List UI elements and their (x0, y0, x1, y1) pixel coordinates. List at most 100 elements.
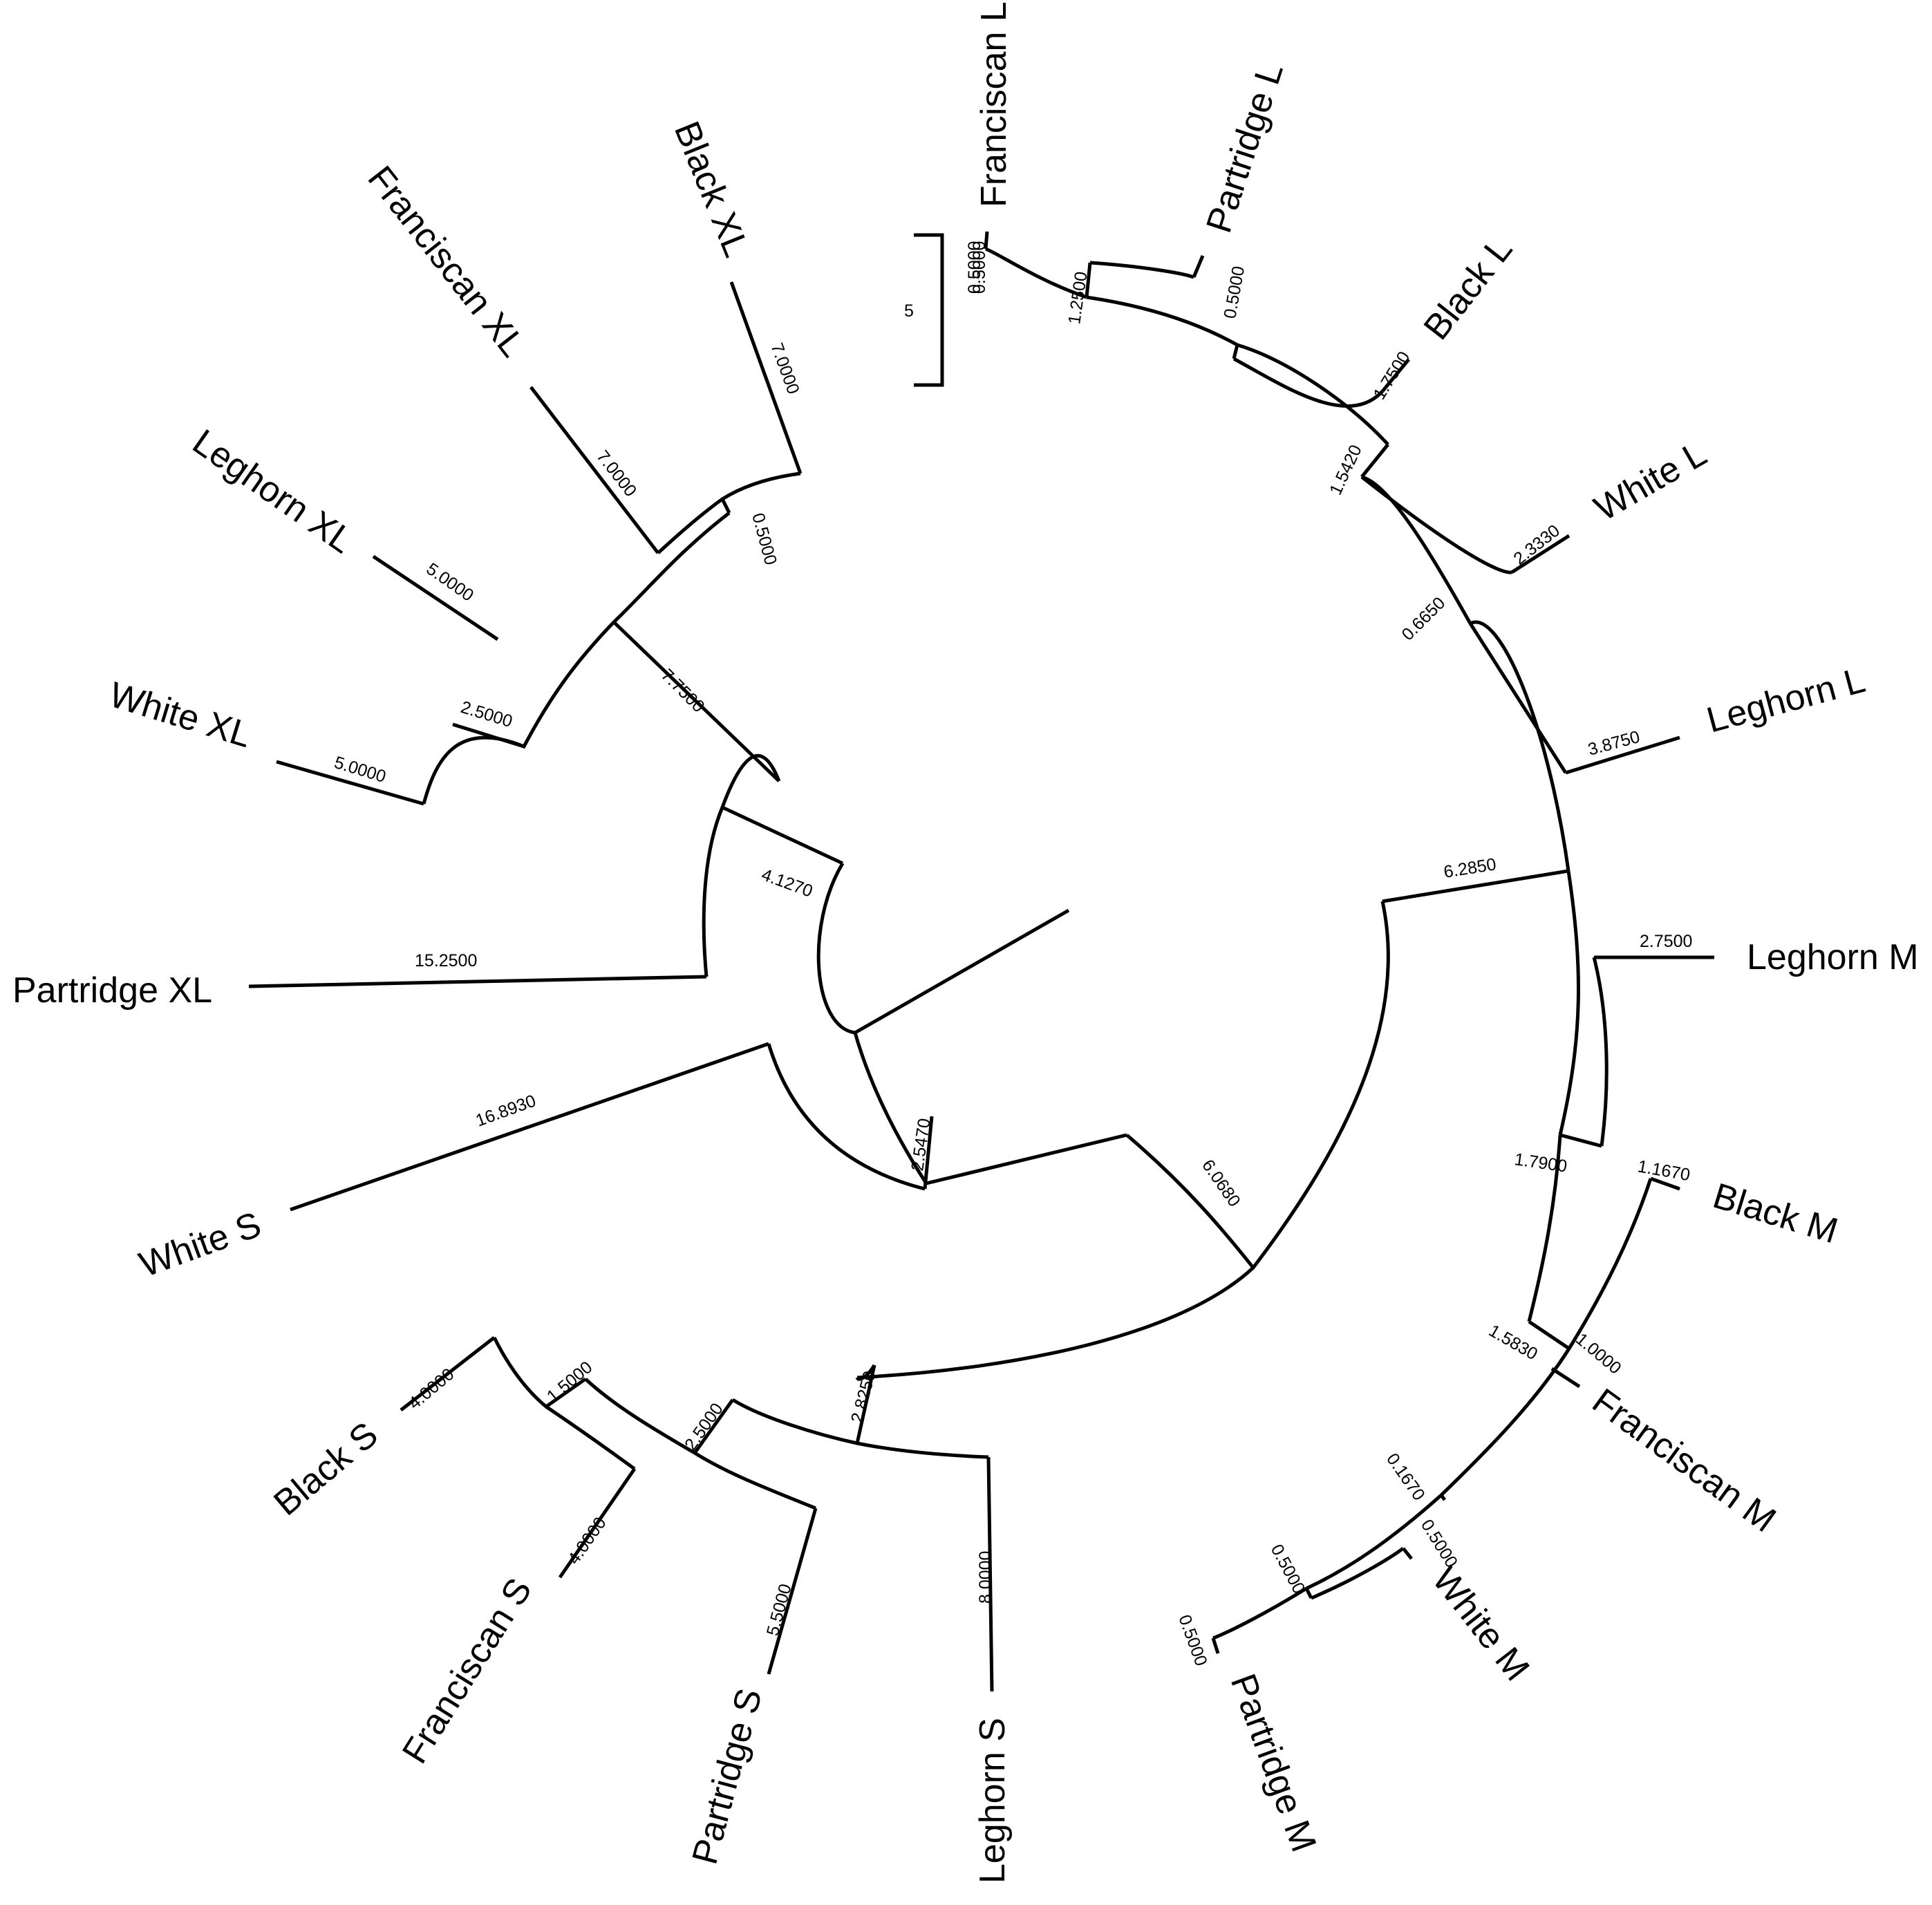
branch-1-7500 (1232, 344, 1239, 359)
leaf-branch-black-m (1650, 1176, 1680, 1191)
branch-length-label: 7.0000 (592, 447, 640, 500)
branch-2-5000-s (693, 1398, 735, 1454)
leaf-label: Leghorn S (973, 1718, 1013, 1884)
m-sub-arc (1527, 1134, 1562, 1322)
branch-length-label: 0.5000 (970, 241, 989, 294)
s-sub-arc-2 (492, 1336, 636, 1471)
leaf-label: Partridge L (1199, 58, 1291, 238)
leaf-label: Black XL (666, 116, 757, 263)
leaf-label: White S (134, 1205, 266, 1286)
branch-length-label: 1.5830 (1485, 1321, 1541, 1364)
leaf-label: Franciscan L (974, 1, 1014, 207)
partridge-l-arc (1089, 261, 1194, 279)
leaf-branch-white-l (1510, 534, 1570, 574)
leaf-branch-white-s (290, 1042, 769, 1212)
leaf-branch-black-s (400, 1336, 496, 1411)
branch-4-1270 (721, 805, 844, 865)
branch-length-label: 6.2850 (1443, 854, 1498, 882)
leaf-branch-franciscan-l (984, 231, 989, 250)
l-arc (1469, 620, 1570, 872)
branch-length-label: 3.8750 (1586, 727, 1642, 760)
branch-length-label: 5.0000 (423, 559, 478, 606)
leaf-branch-franciscan-xl (529, 386, 659, 554)
branch-0-5000-xl (720, 498, 731, 514)
branch-length-label: 5.5000 (763, 1582, 796, 1637)
branch-length-label: 8.0000 (976, 1551, 995, 1604)
branch-length-label: 4.0000 (564, 1514, 610, 1568)
leaf-branch-leghorn-xl (372, 554, 499, 641)
leaf-branch-partridge-l (1192, 255, 1205, 278)
branch-length-label: 2.5470 (908, 1117, 934, 1172)
leaf-label: Leghorn XL (185, 422, 361, 561)
branch-length-label: 0.5000 (1174, 1612, 1210, 1668)
branch-length-label: 4.0000 (405, 1364, 458, 1414)
branch-length-label: 1.1670 (1636, 1156, 1691, 1185)
branch-length-label: 0.5000 (965, 241, 984, 294)
s-arc-top (855, 1364, 876, 1381)
scale-bar-label: 5 (904, 301, 914, 321)
leaf-label: Partridge S (685, 1685, 770, 1868)
tree-branches (248, 231, 1714, 1692)
xl-sub-arc-2 (657, 471, 801, 554)
leaf-branch-black-xl (729, 281, 803, 474)
l-sub-arc (1361, 475, 1472, 625)
branch-length-label: 2.5000 (458, 697, 514, 731)
branch-length-label: 1.2500 (1065, 270, 1091, 326)
leaf-branch-franciscan-s (558, 1467, 637, 1579)
white-m-arc (1311, 1546, 1405, 1600)
branch-1-0000 (1550, 1367, 1581, 1389)
leaf-branch-partridge-xl (248, 975, 707, 988)
leaf-branch-partridge-s (767, 1508, 818, 1675)
leghorn-m-arc (1592, 957, 1609, 1147)
branch-2-8250 (855, 1364, 876, 1444)
lm-arc (1558, 870, 1580, 1136)
m-sub-arc-3 (1305, 1494, 1443, 1590)
branch-1-5000-s (545, 1377, 587, 1409)
l-sub-arc-2 (1237, 343, 1389, 446)
s-arc (731, 1398, 989, 1459)
branch-length-label: 0.6650 (1398, 593, 1449, 644)
branch-length-label: 7.7500 (657, 665, 709, 716)
branch-6-2850 (1382, 869, 1569, 903)
branch-length-label: 0.5000 (1220, 265, 1248, 320)
leaf-branch-white-m (1402, 1547, 1413, 1560)
branch-length-label: 0.1670 (1382, 1449, 1429, 1504)
branch-length-label: 15.2500 (415, 951, 477, 970)
branch-7-7500 (612, 621, 780, 782)
xl-arc (702, 754, 781, 977)
branch-length-label: 2.8250 (847, 1369, 880, 1425)
xl-sub-arc (422, 512, 731, 805)
branch-length-label: 1.0000 (1572, 1329, 1625, 1378)
branch-2-5470 (923, 1116, 934, 1190)
branch-length-label: 0.5000 (748, 511, 780, 567)
branch-length-label: 4.1270 (759, 865, 815, 901)
black-l-arc (1232, 357, 1384, 408)
branch-1-5420 (1360, 443, 1389, 478)
scale-bar-line (914, 233, 944, 387)
scale-bar: 5 (904, 233, 944, 387)
franciscan-l-arc (985, 247, 1087, 299)
leaf-label: White XL (104, 675, 256, 756)
leaf-label: Partridge XL (12, 970, 212, 1011)
leaf-label: Black S (266, 1414, 385, 1523)
black-m-arc (1567, 1178, 1653, 1350)
branch-length-label: 0.5000 (1417, 1516, 1461, 1571)
leaf-branch-leghorn-l (1565, 735, 1680, 775)
leaf-label: Black L (1416, 229, 1521, 347)
branch-1-2500 (1085, 262, 1092, 298)
m-sub-arc-2 (1440, 1347, 1571, 1496)
root-arc (816, 862, 928, 1185)
leaf-label: White M (1425, 1560, 1537, 1689)
leaf-branch-partridge-m (1211, 1637, 1220, 1654)
branch-length-label: 16.8930 (473, 1091, 538, 1130)
branch-length-label: 1.5420 (1326, 442, 1366, 498)
branch-length-label: 1.7500 (1369, 348, 1414, 403)
leaf-label: Leghorn L (1703, 660, 1869, 741)
s-sub-arc (584, 1378, 816, 1510)
branch-length-label: 7.0000 (767, 340, 803, 396)
leaf-label: Leghorn M (1747, 937, 1919, 977)
leaf-label: Franciscan XL (360, 159, 533, 365)
partridge-m-arc (1212, 1586, 1308, 1640)
leaf-label: White L (1588, 433, 1714, 529)
